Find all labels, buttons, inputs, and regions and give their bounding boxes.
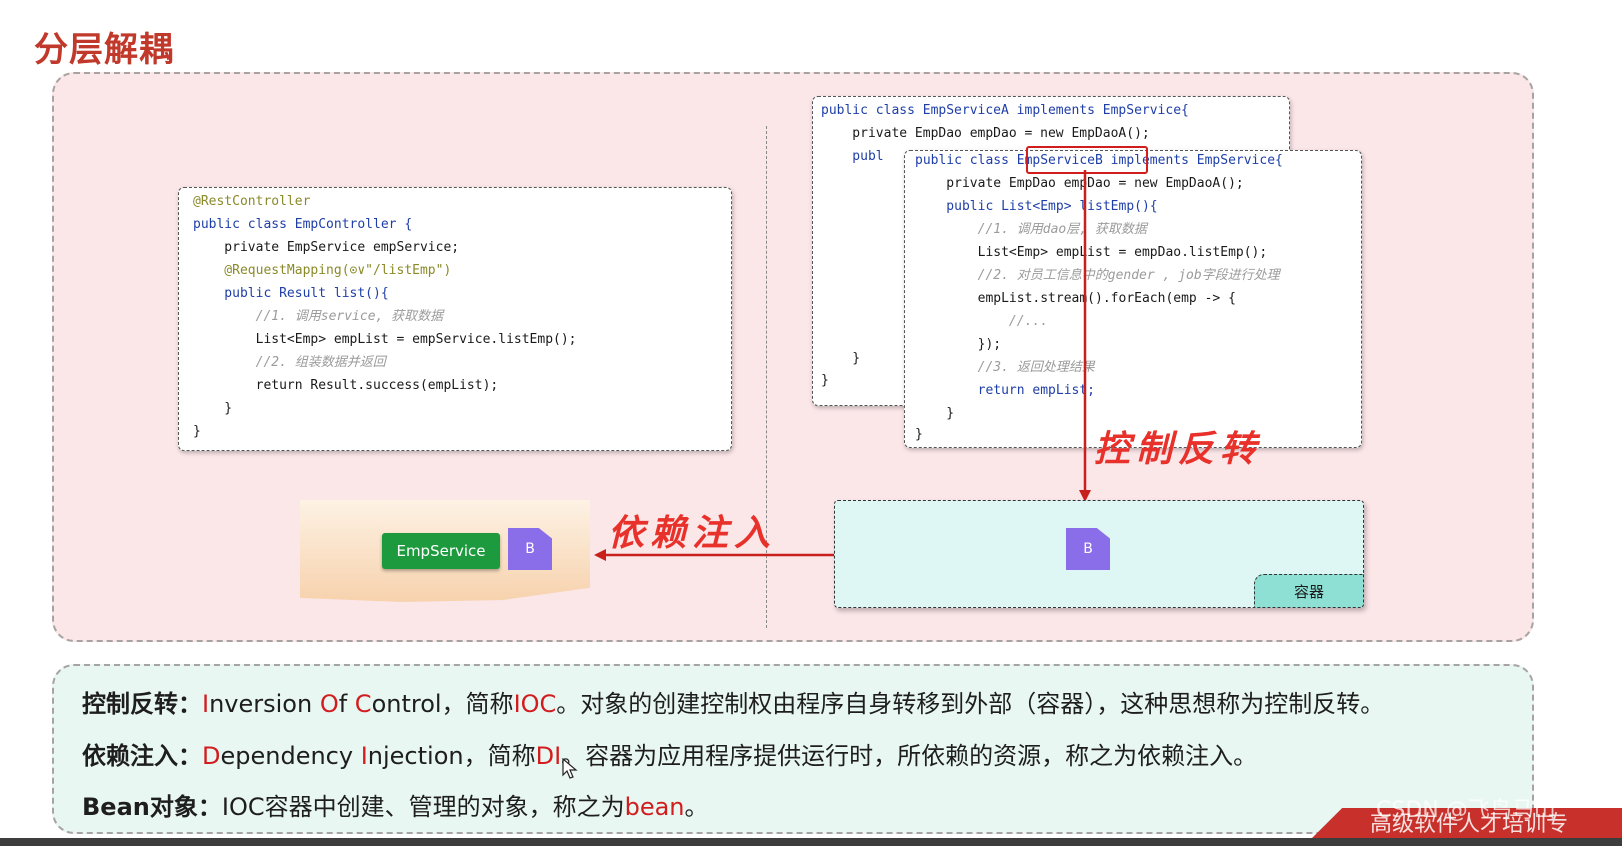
- empservice-label: EmpService: [396, 542, 486, 560]
- bean-definition: Bean对象：IOC容器中创建、管理的对象，称之为bean。: [82, 787, 709, 822]
- di-handwritten-label: 依赖注入: [608, 512, 777, 554]
- code-line: private EmpDao empDao = new EmpDaoA();: [915, 176, 1244, 191]
- di-definition: 依赖注入：Dependency Injection，简称DI。容器为应用程序提供…: [82, 736, 1257, 771]
- bean-term: Bean对象：: [82, 793, 222, 821]
- ioc-term: 控制反转：: [82, 690, 202, 718]
- code-line: return Result.success(empList);: [193, 378, 499, 393]
- ioc-initial: O: [319, 690, 339, 718]
- definitions-panel: [52, 664, 1534, 834]
- controller-code-card: @RestController public class EmpControll…: [178, 187, 732, 451]
- bean-letter: B: [1083, 541, 1093, 557]
- di-abbreviation: DI: [535, 742, 562, 770]
- code-line: public Result list(){: [193, 286, 389, 301]
- ioc-handwritten-label: 控制反转: [1094, 428, 1263, 470]
- page-title: 分层解耦: [34, 30, 174, 70]
- code-line: empList.stream().forEach(emp -> {: [915, 291, 1236, 306]
- code-line: publ: [821, 149, 884, 164]
- di-arrow: [594, 549, 834, 561]
- code-line: //2. 对员工信息中的gender , job字段进行处理: [915, 268, 1280, 283]
- empservice-field-tag: EmpService: [382, 533, 500, 569]
- code-line: //3. 返回处理结果: [915, 360, 1095, 375]
- code-line: //1. 调用service, 获取数据: [193, 309, 444, 324]
- ioc-description: 。对象的创建控制权由程序自身转移到外部（容器），这种思想称为控制反转。: [556, 690, 1385, 718]
- bean-letter: B: [525, 541, 535, 557]
- code-line: });: [915, 337, 1002, 352]
- di-word: ependency: [220, 742, 361, 770]
- ioc-initial: C: [354, 690, 372, 718]
- brand-corner-text: 高级软件人才培训专: [1370, 812, 1569, 837]
- container-label: 容器: [1293, 582, 1324, 601]
- video-progress-bar[interactable]: [0, 838, 1622, 846]
- code-line: @RestController: [193, 194, 311, 209]
- service-b-code-card: public class EmpServiceB implements EmpS…: [904, 150, 1362, 448]
- code-line: public class EmpServiceA implements EmpS…: [821, 103, 1189, 118]
- code-line: public class EmpController {: [193, 217, 413, 232]
- code-line: private EmpService empService;: [193, 240, 460, 255]
- csdn-watermark: CSDN @飞鸟马山: [1376, 798, 1556, 823]
- ioc-definition: 控制反转：Inversion Of Control，简称IOC。对象的创建控制权…: [82, 684, 1384, 719]
- code-line: //2. 组装数据并返回: [193, 355, 386, 370]
- code-line: }: [821, 351, 861, 366]
- container-bean-icon: B: [1066, 528, 1110, 570]
- code-line: }: [915, 427, 923, 442]
- code-line: }: [193, 401, 233, 416]
- ioc-word: f: [338, 690, 355, 718]
- di-word: njection，简称: [367, 742, 536, 770]
- container-label-tab: 容器: [1254, 574, 1364, 608]
- code-line: }: [821, 373, 829, 388]
- code-line: //1. 调用dao层, 获取数据: [915, 222, 1147, 237]
- bean-description: IOC容器中创建、管理的对象，称之为: [221, 793, 625, 821]
- bean-end: 。: [684, 793, 709, 821]
- code-line: return empList;: [915, 383, 1096, 398]
- di-term: 依赖注入：: [82, 742, 202, 770]
- code-line: public List<Emp> listEmp(){: [915, 199, 1158, 214]
- code-line: }: [915, 406, 955, 421]
- ioc-word: nversion: [209, 690, 320, 718]
- code-line: private EmpDao empDao = new EmpDaoA();: [821, 126, 1150, 141]
- layer-divider: [766, 126, 767, 628]
- code-line: }: [193, 424, 201, 439]
- di-initial: D: [202, 742, 221, 770]
- code-line: List<Emp> empList = empDao.listEmp();: [915, 245, 1268, 260]
- ioc-arrow: [1079, 170, 1091, 502]
- injected-bean-icon: B: [508, 528, 552, 570]
- code-line: @RequestMapping(⊙∨"/listEmp"): [193, 263, 452, 278]
- code-line: //...: [915, 314, 1049, 329]
- di-initial: I: [360, 742, 368, 770]
- di-description: 。容器为应用程序提供运行时，所依赖的资源，称之为依赖注入。: [561, 742, 1258, 770]
- ioc-word: ontrol，简称: [371, 690, 514, 718]
- code-line: List<Emp> empList = empService.listEmp()…: [193, 332, 577, 347]
- class-name-highlight: [1026, 146, 1148, 174]
- ioc-abbreviation: IOC: [513, 690, 557, 718]
- mouse-cursor-icon: [562, 758, 578, 779]
- bean-word: bean: [624, 793, 685, 821]
- ioc-initial: I: [202, 690, 210, 718]
- code-line: public class EmpServiceB implements EmpS…: [915, 153, 1283, 168]
